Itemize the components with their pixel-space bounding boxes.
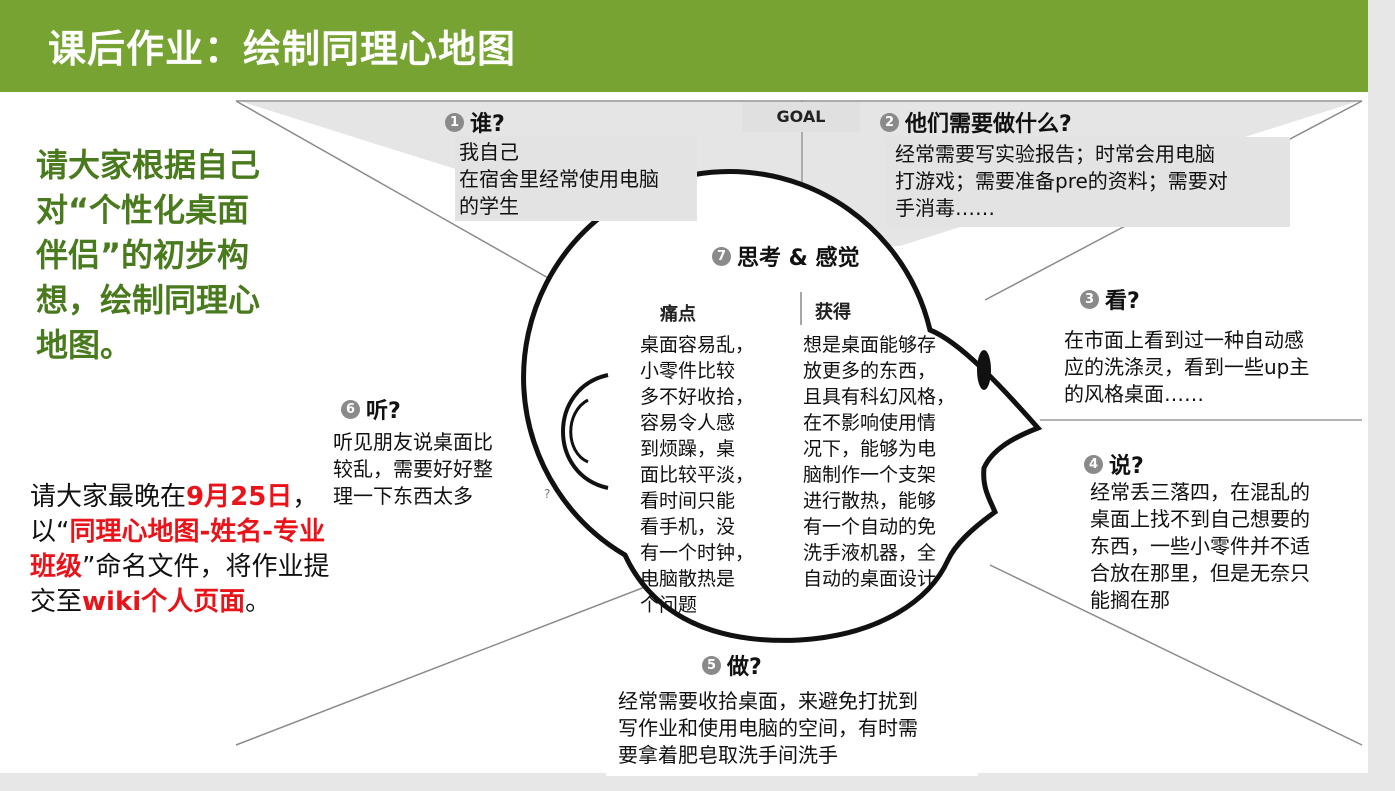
goal-label: GOAL bbox=[742, 102, 860, 132]
right-margin bbox=[1368, 0, 1395, 791]
instr-part: ，以“ bbox=[30, 482, 319, 547]
who-text: 我自己 在宿舍里经常使用电脑 的学生 bbox=[459, 140, 659, 218]
do-title: 做? bbox=[727, 655, 762, 680]
think-title: 思考 & 感觉 bbox=[737, 246, 860, 271]
head-outline bbox=[521, 169, 1043, 643]
think-heading: 7 思考 & 感觉 bbox=[712, 240, 860, 272]
number-badge-icon: 7 bbox=[712, 246, 731, 266]
need-heading: 2 他们需要做什么? bbox=[880, 106, 1072, 138]
file-name-format: 同理心地图-姓名-专业班级 bbox=[30, 517, 326, 582]
need-panel bbox=[885, 137, 1290, 227]
ear-inner bbox=[569, 398, 589, 464]
pain-points-text: 桌面容易乱， 小零件比较 多不好收拾， 容易令人感 到烦躁，桌 面比较平淡， 看… bbox=[640, 334, 755, 616]
gains-text: 想是桌面能够存 放更多的东西， 且具有科幻风格， 在不影响使用情 况下，能够为电… bbox=[803, 334, 956, 590]
number-badge-icon: 1 bbox=[445, 112, 464, 132]
do-panel bbox=[606, 684, 978, 776]
hear-heading: 6 听? bbox=[341, 393, 401, 425]
need-title: 他们需要做什么? bbox=[905, 112, 1072, 137]
who-panel bbox=[455, 136, 697, 221]
see-text: 在市面上看到过一种自动感 应的洗涤灵，看到一些up主 的风格桌面…… bbox=[1064, 328, 1310, 406]
see-heading: 3 看? bbox=[1080, 283, 1140, 315]
instr-part: ”命名文件，将作业提交至 bbox=[30, 552, 330, 617]
say-title: 说? bbox=[1109, 454, 1144, 479]
due-date: 9月25日 bbox=[186, 482, 293, 512]
page-title: 课后作业：绘制同理心地图 bbox=[48, 27, 517, 71]
instr-part: 请大家最晚在 bbox=[30, 482, 187, 512]
instr-part: 。 bbox=[245, 587, 272, 617]
say-text: 经常丢三落四，在混乱的 桌面上找不到自己想要的 东西，一些小零件并不适 合放在那… bbox=[1090, 480, 1310, 612]
hear-title: 听? bbox=[366, 399, 401, 424]
diag-bottom-left bbox=[235, 584, 651, 746]
number-badge-icon: 5 bbox=[702, 655, 721, 675]
bottom-margin bbox=[0, 773, 1395, 791]
need-text: 经常需要写实验报告；时常会用电脑 打游戏；需要准备pre的资料；需要对 手消毒…… bbox=[895, 142, 1228, 220]
ear-outline bbox=[561, 373, 609, 490]
see-title: 看? bbox=[1105, 289, 1140, 314]
diag-bottom-right bbox=[989, 564, 1363, 746]
who-heading: 1 谁? bbox=[445, 106, 505, 138]
submit-target: wiki个人页面 bbox=[82, 587, 246, 617]
gains-label: 获得 bbox=[815, 302, 851, 323]
stray-mark: ? bbox=[544, 487, 551, 501]
number-badge-icon: 3 bbox=[1080, 289, 1099, 309]
header-bar: 课后作业：绘制同理心地图 bbox=[0, 0, 1368, 92]
empathy-map-diagram bbox=[235, 100, 1363, 746]
do-heading: 5 做? bbox=[702, 649, 762, 681]
instructions: 请大家最晚在9月25日，以“同理心地图-姓名-专业班级”命名文件，将作业提交至w… bbox=[30, 480, 330, 620]
number-badge-icon: 2 bbox=[880, 112, 899, 132]
hear-text: 听见朋友说桌面比 较乱，需要好好整 理一下东西太多 bbox=[333, 430, 493, 508]
pain-points-label: 痛点 bbox=[660, 304, 696, 325]
say-heading: 4 说? bbox=[1084, 448, 1144, 480]
eye-mark bbox=[977, 350, 991, 390]
who-title: 谁? bbox=[470, 112, 505, 137]
number-badge-icon: 4 bbox=[1084, 454, 1103, 474]
number-badge-icon: 6 bbox=[341, 399, 360, 419]
intro-text: 请大家根据自己对“个性化桌面伴侣”的初步构想，绘制同理心地图。 bbox=[36, 146, 261, 364]
do-text: 经常需要收拾桌面，来避免打扰到 写作业和使用电脑的空间，有时需 要拿着肥皂取洗手… bbox=[618, 689, 918, 767]
